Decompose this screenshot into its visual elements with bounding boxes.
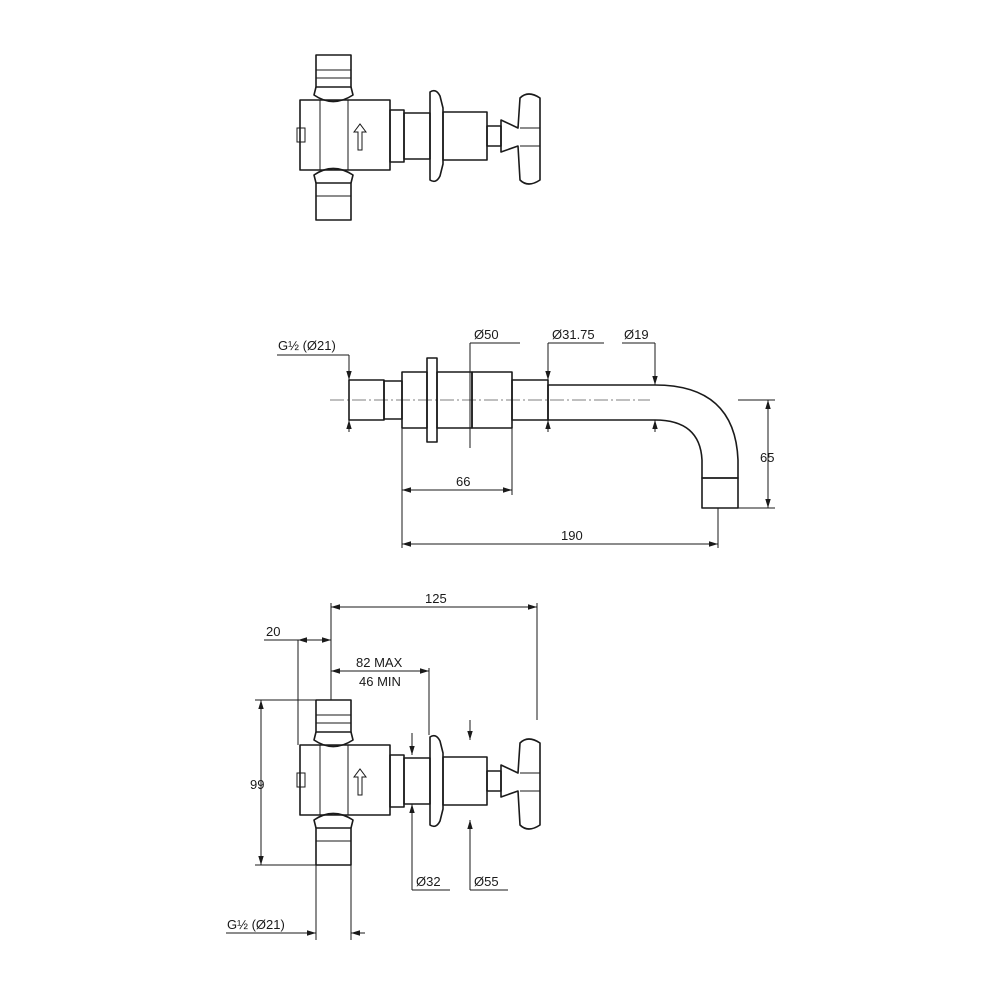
valve-view-top — [296, 54, 541, 221]
dim-125-label: 125 — [425, 591, 447, 606]
thread-label-top: G½ (Ø21) — [278, 338, 336, 353]
thread-label-bottom: G½ (Ø21) — [227, 917, 285, 932]
dim-46-min-label: 46 MIN — [359, 674, 401, 689]
spout-side-view — [330, 357, 739, 509]
dim-82-max-label: 82 MAX — [356, 655, 403, 670]
dim-66-label: 66 — [456, 474, 470, 489]
dia-32-label: Ø32 — [416, 874, 441, 889]
dim-20-label: 20 — [266, 624, 280, 639]
dim-65-label: 65 — [760, 450, 774, 465]
spout-dimensions: G½ (Ø21) Ø50 Ø31.75 Ø19 65 66 190 — [277, 327, 775, 548]
dia-50-label: Ø50 — [474, 327, 499, 342]
valve-view-bottom — [296, 699, 541, 866]
dim-99-label: 99 — [250, 777, 264, 792]
dim-190-label: 190 — [561, 528, 583, 543]
dia-55-label: Ø55 — [474, 874, 499, 889]
dia-31-75-label: Ø31.75 — [552, 327, 595, 342]
dia-19-label: Ø19 — [624, 327, 649, 342]
valve-dimensions: 125 20 82 MAX 46 MIN 99 Ø32 Ø55 G½ (Ø21) — [226, 591, 538, 940]
